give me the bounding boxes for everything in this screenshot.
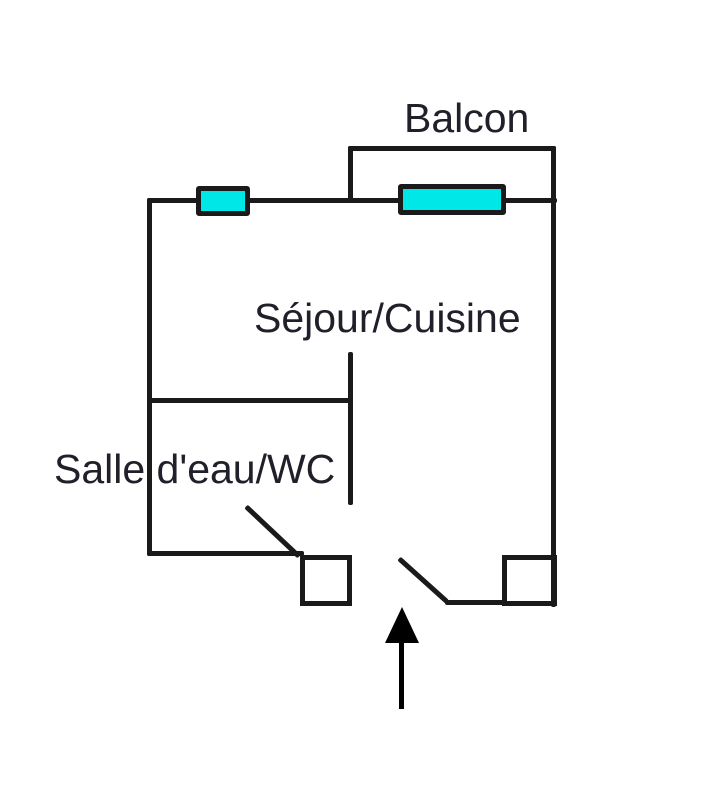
bottom-wall-left <box>147 551 304 556</box>
balcony-left-wall <box>348 146 353 202</box>
entrance-door-swing-icon <box>397 556 449 604</box>
door-jamb-right <box>502 555 557 606</box>
left-wall <box>147 198 152 556</box>
right-wall <box>551 146 556 607</box>
balcony-label: Balcon <box>404 95 530 141</box>
balcony-top-wall <box>348 146 556 151</box>
entrance-arrow-head <box>385 607 419 643</box>
entrance-arrow-stem <box>399 641 404 709</box>
interior-horizontal-wall <box>147 398 353 403</box>
living-kitchen-label: Séjour/Cuisine <box>254 295 521 341</box>
window-large-icon <box>398 184 506 215</box>
window-small-icon <box>196 186 250 216</box>
door-jamb-left <box>300 555 352 606</box>
bathroom-wc-label: Salle d'eau/WC <box>54 446 336 492</box>
bottom-wall-right <box>445 600 505 605</box>
interior-vertical-wall <box>348 352 353 505</box>
